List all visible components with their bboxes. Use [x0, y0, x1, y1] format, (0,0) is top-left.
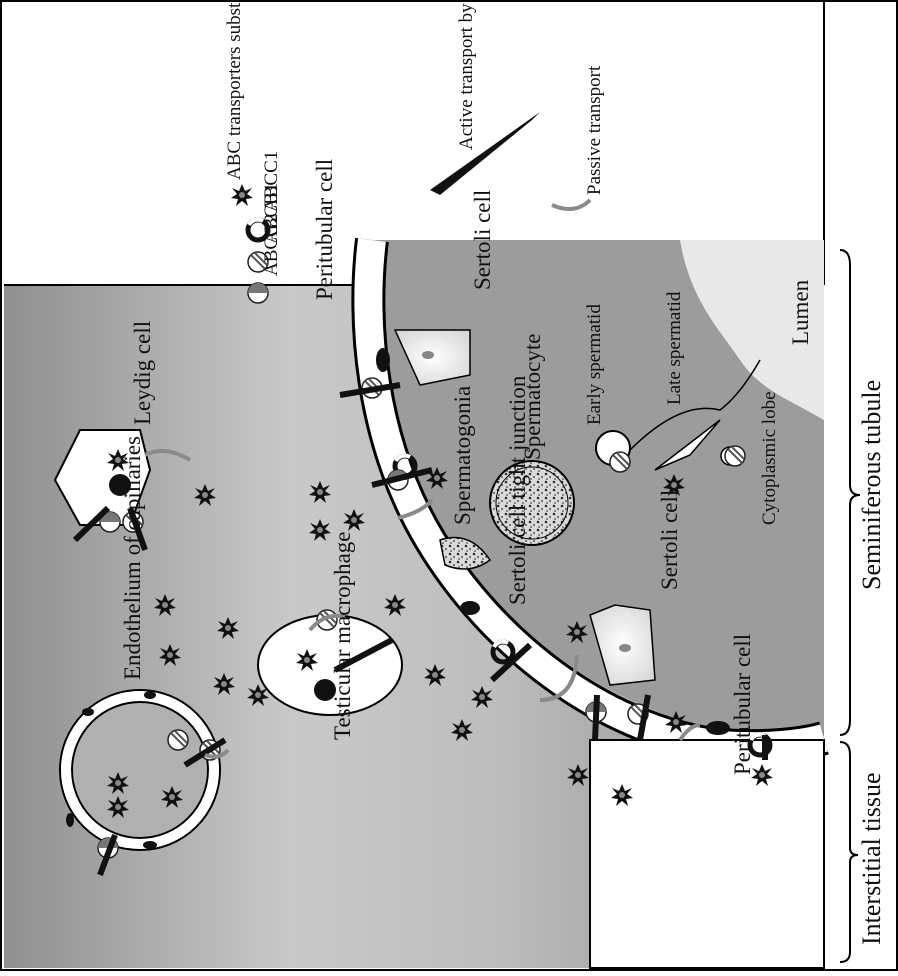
lumen-region [680, 240, 824, 420]
label-sertoli-bottom: Sertoli cell [657, 490, 682, 590]
active-arrow-icon [430, 112, 540, 195]
seminiferous-tubule-body [370, 240, 824, 739]
spermatocyte [489, 460, 575, 546]
label-cytoplasmic-lobe: Cytoplasmic lobe [759, 391, 780, 525]
label-leydig-cell: Leydig cell [130, 321, 155, 425]
label-seminiferous-tubule: Seminiferous tubule [857, 380, 886, 590]
label-spermatocyte: Spermatocyte [520, 334, 545, 460]
spermatogonia [439, 536, 492, 570]
label-early-spermatid: Early spermatid [584, 304, 605, 425]
legend-active: Active transport by ABC transporters [456, 0, 477, 150]
label-late-spermatid: Late spermatid [664, 291, 685, 405]
legend-abcg2: ABCG2 [261, 214, 282, 276]
label-peritubular-top: Peritubular cell [312, 159, 337, 300]
label-peritubular-bottom: Peritubular cell [730, 634, 755, 775]
legend-passive: Passive transport [584, 65, 605, 195]
label-testicular-macrophage: Testicular macrophage [330, 532, 355, 740]
legend-abcb1: ABCB1 [261, 183, 282, 244]
legend-abcc1: ABCC1 [261, 151, 282, 212]
interstitial-brace [839, 741, 859, 963]
label-sertoli-top: Sertoli cell [470, 190, 495, 290]
tubule-brace [839, 249, 861, 736]
label-interstitial-tissue: Interstitial tissue [857, 772, 886, 945]
label-lumen: Lumen [788, 279, 813, 345]
label-tight-junction: Sertoli cell tight junction [505, 375, 530, 605]
interstitial-box [589, 739, 825, 969]
late-spermatid [654, 419, 721, 471]
label-endothelium: Endothelium of capillaries [120, 436, 145, 680]
legend-substrates: ABC transporters substrates [224, 0, 245, 180]
label-spermatogonia: Spermatogonia [450, 386, 475, 525]
